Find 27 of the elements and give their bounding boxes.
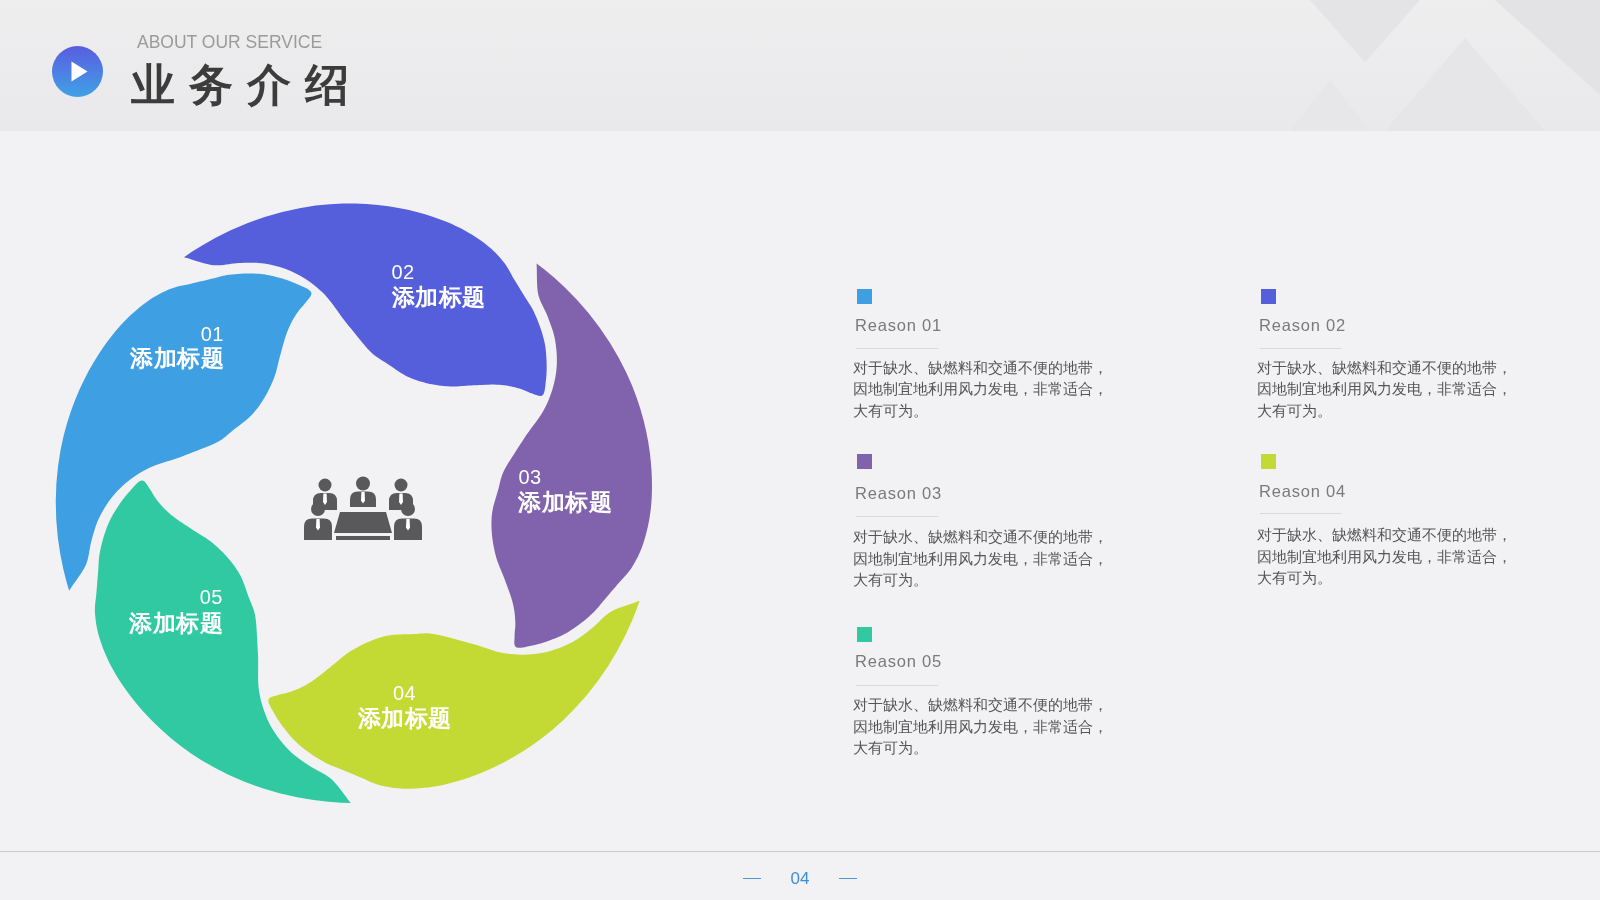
step-title: 添加标题 bbox=[129, 611, 223, 637]
step-title: 添加标题 bbox=[391, 285, 486, 311]
page-title: 业务介绍 bbox=[131, 60, 363, 110]
body-text: 对于缺水、缺燃料和交通不便的地带，因地制宜地利用风力发电，非常适合，大有可为。 bbox=[1257, 357, 1513, 421]
reason-heading: Reason 03 bbox=[855, 482, 942, 503]
step-title: 添加标题 bbox=[130, 346, 224, 373]
reason-heading: Reason 04 bbox=[1259, 480, 1346, 501]
swirl-segment bbox=[491, 263, 652, 648]
step-number: 03 bbox=[518, 465, 542, 489]
reason-heading: Reason 01 bbox=[855, 314, 942, 335]
reason-heading: Reason 02 bbox=[1259, 314, 1346, 335]
swirl-segment bbox=[268, 600, 640, 789]
reason-heading: Reason 05 bbox=[855, 651, 942, 671]
subtitle: ABOUT OUR SERVICE bbox=[137, 32, 323, 52]
step-number: 01 bbox=[200, 322, 224, 346]
body-text: 对于缺水、缺燃料和交通不便的地带，因地制宜地利用风力发电，非常适合，大有可为。 bbox=[853, 695, 1109, 758]
step-title: 添加标题 bbox=[518, 490, 613, 516]
body-text: 对于缺水、缺燃料和交通不便的地带，因地制宜地利用风力发电，非常适合，大有可为。 bbox=[1257, 525, 1513, 588]
step-number: 05 bbox=[199, 585, 223, 609]
swirl-segment bbox=[55, 273, 312, 591]
body-text: 对于缺水、缺燃料和交通不便的地带，因地制宜地利用风力发电，非常适合，大有可为。 bbox=[853, 527, 1109, 590]
step-number: 04 bbox=[392, 681, 417, 705]
step-title: 添加标题 bbox=[357, 706, 452, 732]
body-text: 对于缺水、缺燃料和交通不便的地带，因地制宜地利用风力发电，非常适合，大有可为。 bbox=[853, 357, 1109, 421]
swirl-segment bbox=[94, 480, 351, 803]
step-number: 02 bbox=[391, 260, 415, 284]
page-number: 04 bbox=[790, 868, 810, 889]
